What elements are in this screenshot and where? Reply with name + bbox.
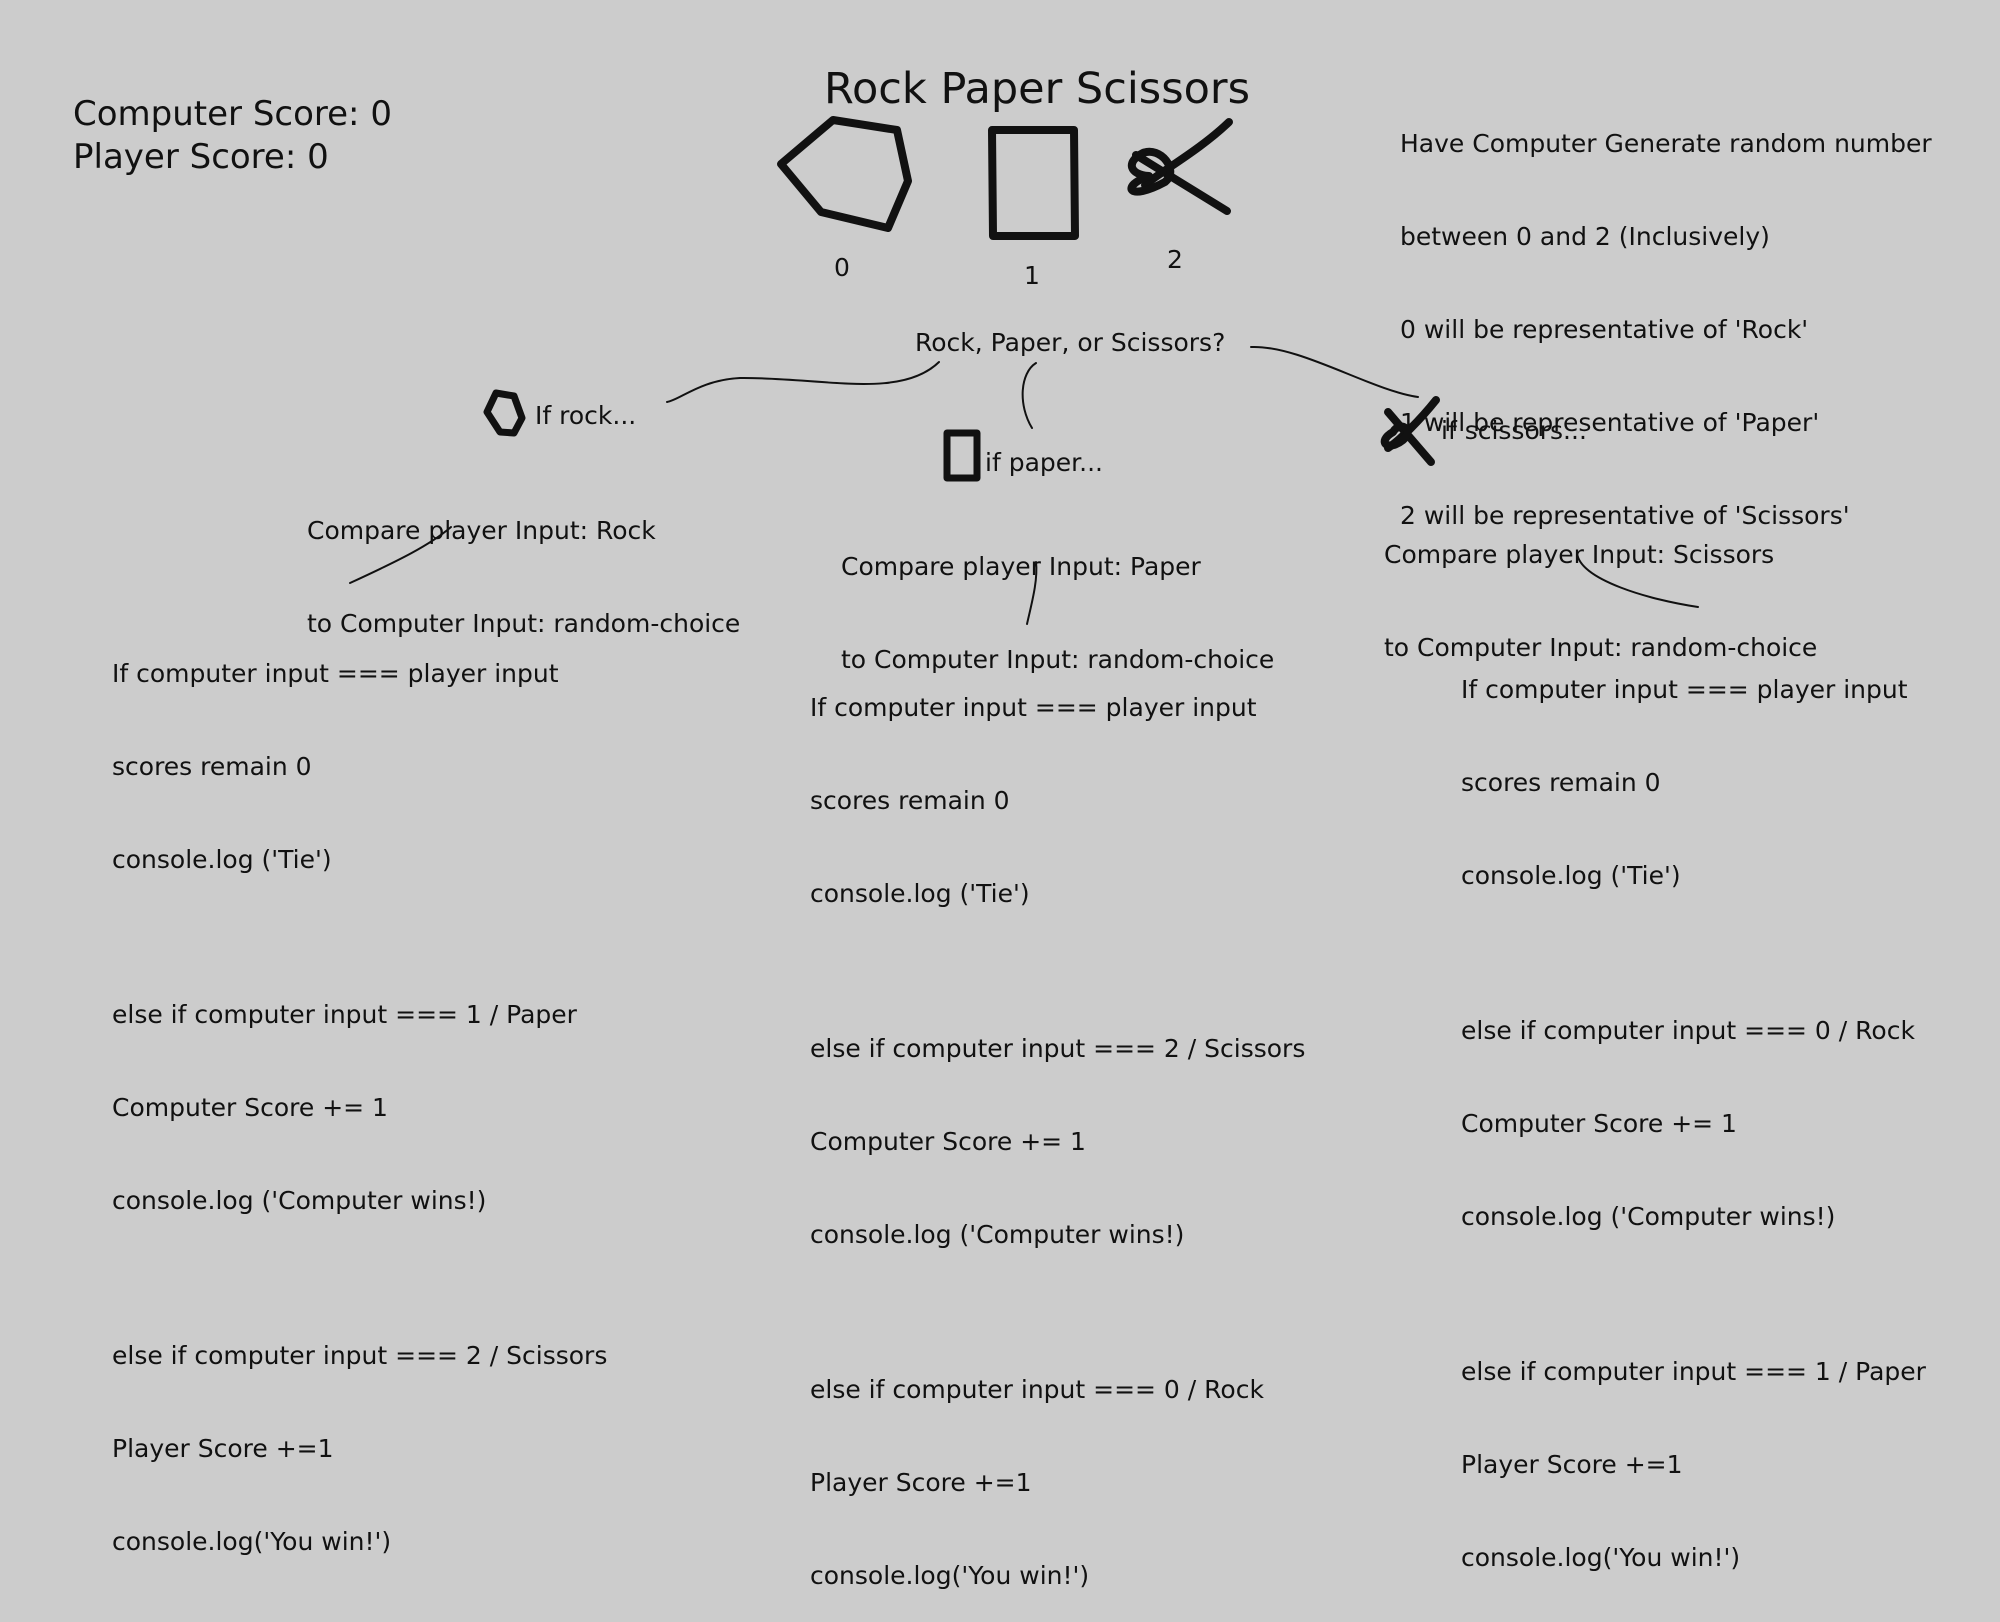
logic-line: console.log ('Tie') [810,879,1030,908]
logic-line: Computer Score += 1 [112,1093,388,1122]
paper-number: 1 [1024,261,1040,290]
note-line: Have Computer Generate random number [1400,129,1932,158]
compare-line: Compare player Input: Scissors [1384,540,1775,569]
rock-compare: Compare player Input: Rock to Computer I… [307,453,740,670]
logic-line: scores remain 0 [810,786,1010,815]
paper-logic: If computer input === player input score… [810,630,1305,1622]
logic-line: else if computer input === 2 / Scissors [112,1341,608,1370]
logic-line: else if computer input === 2 / Scissors [810,1034,1306,1063]
logic-line: If computer input === player input [112,659,559,688]
connector-line [1250,345,1419,398]
logic-line: If computer input === player input [1461,675,1908,704]
computer-score: Computer Score: 0 [73,94,392,134]
small-rock-icon [483,389,526,437]
logic-line: scores remain 0 [1461,768,1661,797]
logic-line: console.log ('Computer wins!) [1461,1202,1836,1231]
rock-pentagon-icon [777,116,912,232]
rock-logic: If computer input === player input score… [112,596,607,1588]
logic-line: else if computer input === 0 / Rock [1461,1016,1915,1045]
logic-line: Player Score +=1 [1461,1450,1683,1479]
paper-compare: Compare player Input: Paper to Computer … [841,489,1274,706]
logic-line: Computer Score += 1 [1461,1109,1737,1138]
page-title: Rock Paper Scissors [824,64,1250,114]
note-line: between 0 and 2 (Inclusively) [1400,222,1770,251]
logic-line: If computer input === player input [810,693,1257,722]
logic-line: console.log ('Computer wins!) [112,1186,487,1215]
note-line: 2 will be representative of 'Scissors' [1400,501,1850,530]
logic-line: console.log('You win!') [810,1561,1090,1590]
logic-line: else if computer input === 1 / Paper [112,1000,577,1029]
scissors-branch-label: if scissors... [1441,416,1587,445]
note-line: 0 will be representative of 'Rock' [1400,315,1809,344]
compare-line: to Computer Input: random-choice [841,645,1275,674]
scissors-icon [1127,118,1233,215]
logic-line: console.log ('Tie') [1461,861,1681,890]
logic-line: console.log ('Tie') [112,845,332,874]
scissors-compare: Compare player Input: Scissors to Comput… [1384,477,1817,694]
paper-rectangle-icon [988,126,1079,240]
logic-line: else if computer input === 0 / Rock [810,1375,1264,1404]
logic-line: Player Score +=1 [810,1468,1032,1497]
compare-line: to Computer Input: random-choice [307,609,741,638]
logic-line: console.log ('Computer wins!) [810,1220,1185,1249]
connector-line [666,361,940,403]
rock-branch-label: If rock... [535,401,637,430]
question-label: Rock, Paper, or Scissors? [915,328,1226,357]
player-score: Player Score: 0 [73,137,329,177]
paper-branch-label: if paper... [985,448,1103,477]
logic-line: console.log('You win!') [112,1527,392,1556]
compare-line: to Computer Input: random-choice [1384,633,1818,662]
compare-line: Compare player Input: Paper [841,552,1201,581]
instructions-note: Have Computer Generate random number bet… [1400,66,1932,562]
connector-line [1021,362,1037,429]
logic-line: console.log('You win!') [1461,1543,1741,1572]
scissors-number: 2 [1167,245,1183,274]
compare-line: Compare player Input: Rock [307,516,656,545]
logic-line: Player Score +=1 [112,1434,334,1463]
logic-line: scores remain 0 [112,752,312,781]
logic-line: else if computer input === 1 / Paper [1461,1357,1926,1386]
small-paper-icon [943,429,981,482]
scissors-logic: If computer input === player input score… [1461,612,1926,1604]
rock-number: 0 [834,253,850,282]
logic-line: Computer Score += 1 [810,1127,1086,1156]
